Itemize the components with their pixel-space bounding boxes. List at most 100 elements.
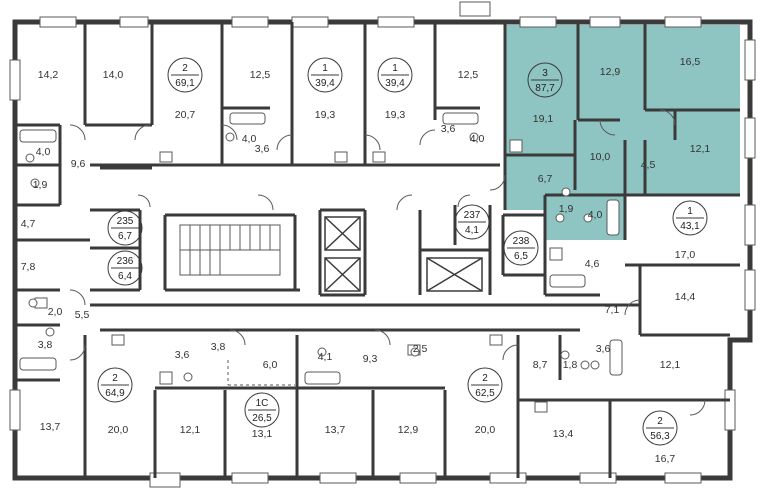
room-area-label: 19,3 [385, 109, 406, 121]
room-area-label: 12,5 [250, 69, 271, 81]
room-area-label: 19,1 [533, 113, 554, 125]
room-area-label: 1,9 [33, 179, 48, 191]
room-area-label: 2,5 [413, 343, 428, 355]
room-area-label: 17,0 [675, 249, 696, 261]
badge-circle [467, 367, 503, 403]
room-area-label: 9,6 [71, 158, 86, 170]
badge-circle [107, 210, 143, 246]
room-area-label: 3,6 [255, 143, 270, 155]
elevators [324, 216, 483, 292]
badge-apt-1c-bottom[interactable]: 1С 26,5 [244, 392, 280, 428]
badge-number: 236 [117, 256, 134, 267]
badge-number: 1С [256, 398, 269, 409]
room-area-label: 12,1 [660, 359, 681, 371]
badge-area: 69,1 [175, 78, 195, 89]
room-area-label: 1,8 [563, 359, 578, 371]
badge-area: 26,5 [252, 413, 272, 424]
room-area-label: 4,0 [242, 133, 257, 145]
room-area-label: 13,4 [553, 428, 574, 440]
badge-circle [307, 57, 343, 93]
badge-number: 3 [542, 68, 548, 79]
apartment-badges: 269,1139,4139,4387,7143,1264,91С26,5262,… [97, 57, 708, 446]
room-area-label: 13,7 [325, 424, 346, 436]
badge-number: 2 [657, 416, 663, 427]
room-area-label: 12,9 [600, 66, 621, 78]
bathroom-fixtures [19, 112, 623, 413]
room-area-label: 3,8 [38, 339, 53, 351]
badge-circle [642, 410, 678, 446]
badge-apt-1-top-b[interactable]: 139,4 [377, 57, 413, 93]
room-area-label: 1,9 [559, 203, 574, 215]
badge-apt-2-bottom-mid[interactable]: 262,5 [467, 367, 503, 403]
badge-apt-1-top-a[interactable]: 139,4 [307, 57, 343, 93]
room-area-label: 12,5 [458, 69, 479, 81]
room-area-label: 6,7 [538, 173, 553, 185]
room-area-label: 14,2 [38, 69, 59, 81]
room-area-label: 5,5 [75, 309, 90, 321]
room-area-label: 4,0 [36, 146, 51, 158]
badge-apt-3-highlight[interactable]: 387,7 [527, 62, 563, 98]
badge-apt-2-bottom-right[interactable]: 256,3 [642, 410, 678, 446]
badge-number: 238 [513, 236, 530, 247]
room-area-label: 20,7 [175, 109, 196, 121]
badge-number: 1 [687, 206, 693, 217]
badge-circle [377, 57, 413, 93]
badge-circle [503, 230, 539, 266]
room-area-label: 7,1 [605, 304, 620, 316]
badge-apt-1-right[interactable]: 143,1 [672, 200, 708, 236]
room-area-label: 3,6 [441, 123, 456, 135]
badge-circle [527, 62, 563, 98]
badge-circle [454, 204, 490, 240]
badge-number: 1 [322, 63, 328, 74]
room-area-label: 7,8 [21, 261, 36, 273]
room-area-label: 4,6 [585, 258, 600, 270]
room-area-label: 20,0 [108, 424, 129, 436]
badge-circle [167, 57, 203, 93]
badge-number: 2 [182, 63, 188, 74]
badge-apt-2-bottom-left[interactable]: 264,9 [97, 367, 133, 403]
room-area-label: 10,0 [590, 151, 611, 163]
room-area-label: 12,1 [180, 424, 201, 436]
badge-apt-2-top[interactable]: 269,1 [167, 57, 203, 93]
badge-circle [107, 250, 143, 286]
badge-number: 2 [112, 373, 118, 384]
room-area-label: 16,7 [655, 453, 676, 465]
room-area-label: 3,6 [596, 343, 611, 355]
badge-circle [244, 392, 280, 428]
badge-area: 87,7 [535, 83, 555, 94]
room-area-label: 2,0 [48, 306, 63, 318]
badge-area: 4,1 [465, 225, 479, 236]
room-area-label: 14,0 [103, 69, 124, 81]
room-area-label: 12,1 [690, 143, 711, 155]
highlighted-apartment[interactable] [505, 25, 740, 240]
studio-boundary [227, 360, 295, 386]
room-area-label: 19,3 [315, 109, 336, 121]
room-area-label: 12,9 [398, 424, 419, 436]
room-area-label: 4,7 [21, 218, 36, 230]
badge-area: 39,4 [315, 78, 335, 89]
room-area-label: 4,1 [318, 351, 333, 363]
badge-circle [672, 200, 708, 236]
room-area-label: 14,4 [675, 291, 696, 303]
badge-area: 6,4 [118, 271, 132, 282]
windows [9, 1, 756, 488]
room-area-label: 20,0 [475, 424, 496, 436]
room-area-label: 16,5 [680, 56, 701, 68]
badge-area: 39,4 [385, 78, 405, 89]
badge-number: 1 [392, 63, 398, 74]
badge-area: 56,3 [650, 431, 670, 442]
room-area-label: 9,3 [363, 353, 378, 365]
room-area-label: 13,1 [252, 428, 273, 440]
badge-area: 64,9 [105, 388, 125, 399]
room-area-label: 3,8 [211, 341, 226, 353]
room-area-label: 4,0 [588, 209, 603, 221]
outer-walls [12, 19, 753, 481]
room-area-label: 13,7 [40, 421, 61, 433]
badge-number: 2 [482, 373, 488, 384]
badge-area: 62,5 [475, 388, 495, 399]
